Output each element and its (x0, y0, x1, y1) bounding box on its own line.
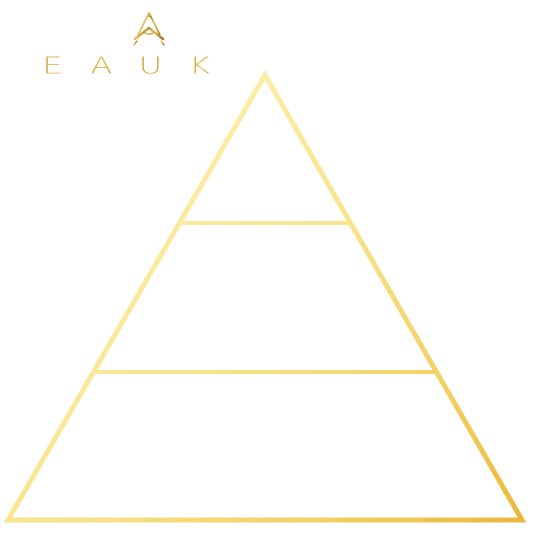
logo-letter-a: A (77, 54, 126, 77)
compass-square-icon (133, 12, 165, 46)
logo-letter-e: E (28, 54, 77, 77)
logo-letter-k: K (175, 54, 224, 77)
pyramid-outline (3, 70, 527, 523)
eauk-logo: E A U K (28, 10, 218, 90)
logo-wordmark: E A U K (28, 54, 224, 86)
logo-letter-u: U (126, 54, 175, 77)
